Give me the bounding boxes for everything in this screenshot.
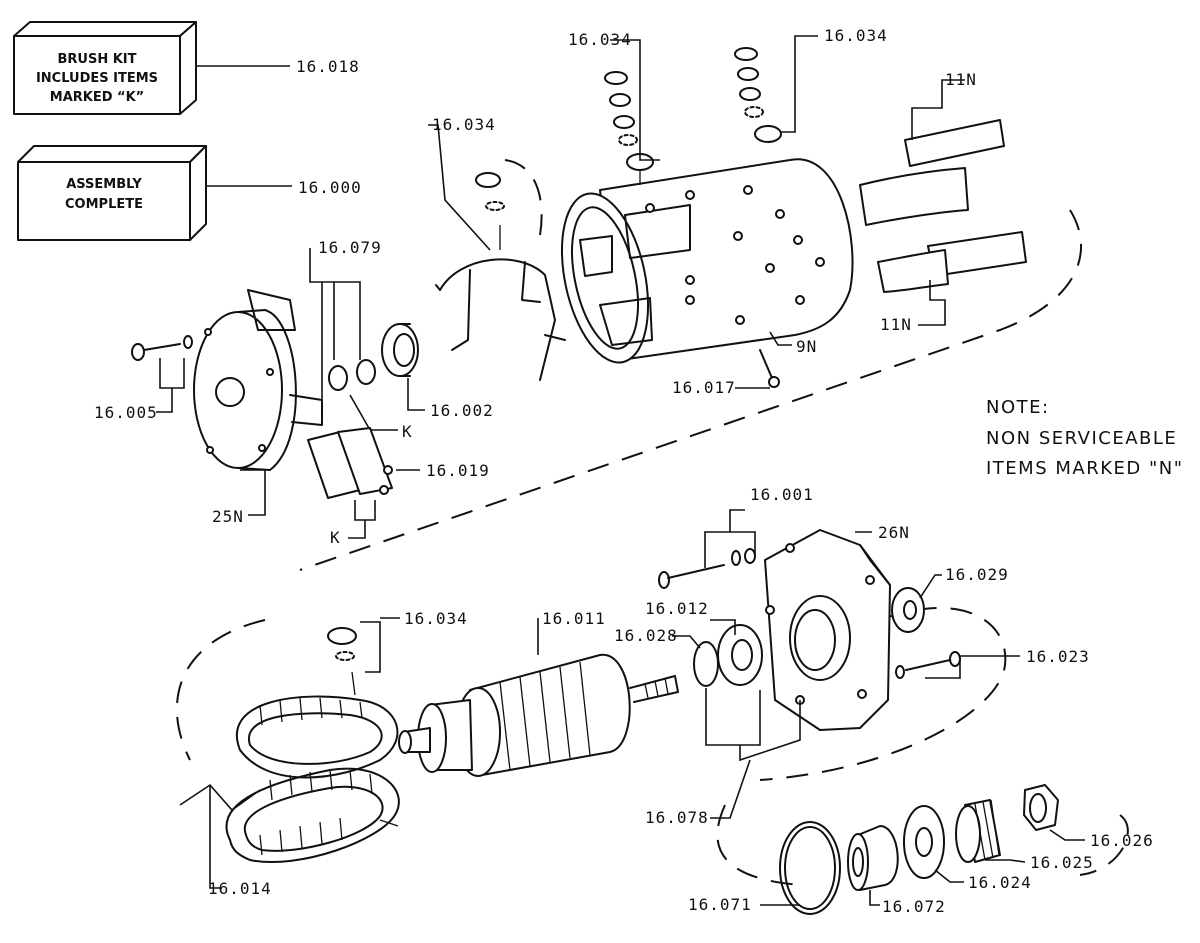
pinion-gear-16025 — [955, 799, 1001, 863]
leader-16078-b — [710, 759, 751, 819]
bearing-16012 — [717, 624, 763, 686]
label-25n: 25N — [212, 507, 244, 526]
field-frame-housing — [560, 158, 854, 364]
nut-16026 — [1023, 784, 1059, 831]
label-16034-c: 16.034 — [432, 115, 496, 134]
leader-k-lower — [354, 500, 376, 521]
screw-16005 — [131, 335, 193, 361]
label-26n: 26N — [878, 523, 910, 542]
leader-9n — [769, 331, 792, 346]
dashed-guide-lines — [175, 159, 1129, 886]
leader-16024 — [934, 869, 964, 883]
leader-11n-top — [911, 79, 965, 140]
label-9n: 9N — [796, 337, 817, 356]
leader-11n-bot — [918, 280, 946, 326]
assembly-box: ASSEMBLY COMPLETE — [17, 145, 207, 241]
note-line-2: ITEMS MARKED "N" — [986, 458, 1184, 479]
leader-k-lower-b — [348, 520, 366, 539]
label-16000: 16.000 — [298, 178, 362, 197]
screw-16017 — [759, 349, 780, 388]
terminal-stack-right — [734, 47, 782, 143]
label-16014: 16.014 — [208, 879, 272, 898]
collar-16072 — [847, 825, 899, 891]
pole-shoe-upper — [859, 119, 1005, 226]
brush-kit-line-3: MARKED “K” — [50, 90, 144, 105]
leader-16001 — [704, 509, 756, 568]
leader-16034-b — [780, 35, 818, 133]
label-16034-a: 16.034 — [568, 30, 632, 49]
through-bolt-16001 — [658, 548, 756, 589]
note-line-1: NON SERVICEABLE — [986, 428, 1177, 449]
snap-ring-16028 — [693, 641, 719, 687]
label-16017: 16.017 — [672, 378, 736, 397]
leader-16079 — [309, 248, 361, 400]
label-16011: 16.011 — [542, 609, 606, 628]
leader-16034-d — [360, 617, 400, 673]
washer-16024 — [903, 805, 945, 879]
label-16028: 16.028 — [614, 626, 678, 645]
leader-16014 — [179, 783, 261, 889]
leader-25n — [240, 469, 266, 516]
leader-16034-c — [428, 124, 491, 251]
bearing-16002 — [381, 323, 419, 377]
label-16018: 16.018 — [296, 57, 360, 76]
leader-k-upper — [349, 394, 398, 431]
armature — [398, 653, 679, 777]
assembly-line-2: COMPLETE — [65, 197, 143, 212]
label-16029: 16.029 — [945, 565, 1009, 584]
leader-16025 — [985, 859, 1026, 863]
brush-kit-box: BRUSH KIT INCLUDES ITEMS MARKED “K” — [13, 21, 197, 115]
note-title: NOTE: — [986, 397, 1050, 418]
assembly-line-1: ASSEMBLY — [66, 177, 142, 192]
leader-16012 — [710, 619, 736, 635]
washer-16029 — [891, 587, 925, 633]
label-16072: 16.072 — [882, 897, 946, 916]
leader-16005-b — [156, 388, 173, 413]
brush-shunts — [307, 427, 393, 499]
terminal-stack-left — [604, 71, 654, 185]
leader-16023 — [925, 655, 1020, 679]
label-16079: 16.079 — [318, 238, 382, 257]
brush-kit-line-1: BRUSH KIT — [57, 52, 136, 67]
leader-16072 — [869, 890, 880, 906]
label-11n-top: 11N — [945, 70, 977, 89]
label-16024: 16.024 — [968, 873, 1032, 892]
label-16005: 16.005 — [94, 403, 158, 422]
label-16002: 16.002 — [430, 401, 494, 420]
leader-16026 — [1049, 829, 1085, 841]
brush-spring-bracket — [435, 172, 566, 381]
label-16019: 16.019 — [426, 461, 490, 480]
label-16078: 16.078 — [645, 808, 709, 827]
label-16012: 16.012 — [645, 599, 709, 618]
field-coils — [225, 627, 400, 863]
brush-springs — [328, 359, 376, 391]
leader-16005 — [159, 358, 185, 389]
label-16034-b: 16.034 — [824, 26, 888, 45]
leader-16002 — [407, 378, 425, 411]
leader-16028 — [672, 635, 701, 649]
label-11n-bot: 11N — [880, 315, 912, 334]
label-16001: 16.001 — [750, 485, 814, 504]
screw-16023 — [895, 651, 961, 679]
label-k-lower: K — [330, 528, 341, 547]
label-k-upper: K — [402, 422, 413, 441]
label-16025: 16.025 — [1030, 853, 1094, 872]
label-16071: 16.071 — [688, 895, 752, 914]
pole-shoe-lower — [877, 231, 1027, 293]
drive-end-head — [764, 529, 891, 731]
label-16034-d: 16.034 — [404, 609, 468, 628]
leader-16029 — [919, 574, 942, 599]
label-16026: 16.026 — [1090, 831, 1154, 850]
label-16023: 16.023 — [1026, 647, 1090, 666]
commutator-end-head — [193, 289, 323, 471]
leader-16034-a — [610, 39, 660, 161]
leader-16078-a — [705, 688, 801, 762]
retaining-ring-16071 — [779, 821, 841, 915]
brush-kit-line-2: INCLUDES ITEMS — [36, 71, 158, 86]
